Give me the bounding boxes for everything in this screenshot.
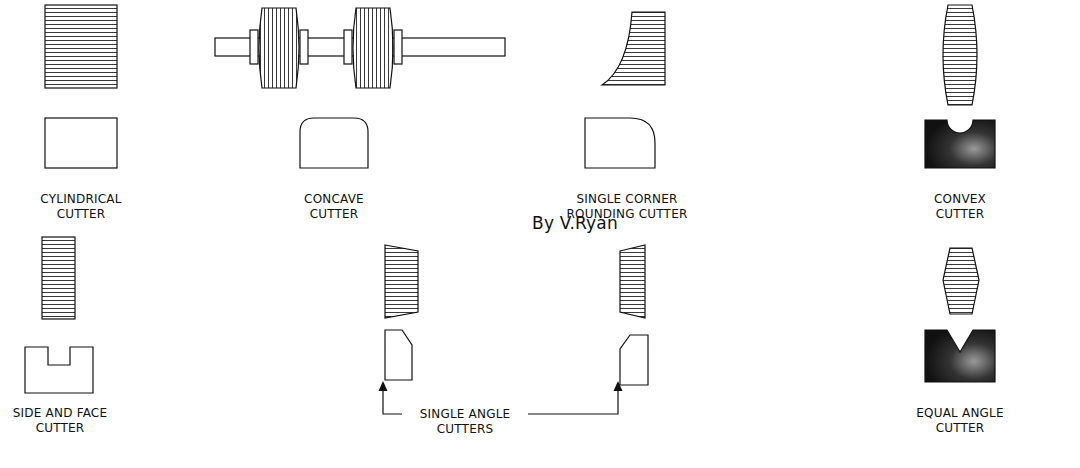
- credit-text: By V.Ryan: [520, 213, 630, 233]
- convex-cutter: [943, 5, 977, 105]
- single-angle-cutter: [385, 245, 418, 318]
- concave-cutter: [259, 8, 299, 88]
- arbor-collar: [344, 30, 352, 64]
- workpiece: [25, 347, 93, 393]
- cutter-label: SIDE AND FACE CUTTER: [1, 406, 119, 436]
- leader-line: [528, 390, 618, 414]
- label-slot: SINGLE ANGLE CUTTERS: [409, 407, 521, 437]
- leader-line: [383, 390, 402, 414]
- arbor-collar: [250, 30, 258, 64]
- label-slot: EQUAL ANGLE CUTTER: [901, 406, 1019, 436]
- workpiece: [385, 330, 412, 380]
- concave-cutter: [353, 8, 393, 88]
- workpiece: [300, 118, 368, 168]
- arbor-collar: [394, 30, 402, 64]
- cutter-label: CONVEX CUTTER: [912, 192, 1008, 222]
- cutter-label: EQUAL ANGLE CUTTER: [901, 406, 1019, 436]
- cylindrical-cutter: [45, 5, 117, 88]
- cutter-label: CONCAVE CUTTER: [286, 192, 382, 222]
- workpiece: [45, 118, 117, 168]
- workpiece: [925, 330, 995, 382]
- cutter-label: CYLINDRICAL CUTTER: [21, 192, 141, 222]
- corner-rounding-cutter: [602, 12, 665, 85]
- label-slot: CONVEX CUTTER: [912, 192, 1008, 222]
- arrow-head: [614, 381, 623, 391]
- equal-angle-cutter: [943, 248, 979, 314]
- cutter-label: SINGLE ANGLE CUTTERS: [409, 407, 521, 437]
- workpiece: [925, 120, 995, 168]
- label-slot: SIDE AND FACE CUTTER: [1, 406, 119, 436]
- label-slot: CONCAVE CUTTER: [286, 192, 382, 222]
- side-face-cutter: [42, 237, 75, 319]
- workpiece: [620, 335, 648, 385]
- workpiece: [585, 118, 655, 168]
- arbor-collar: [300, 30, 308, 64]
- single-angle-cutter: [620, 245, 645, 318]
- arrow-head: [379, 381, 388, 391]
- label-slot: CYLINDRICAL CUTTER: [21, 192, 141, 222]
- label-slot: By V.Ryan: [520, 213, 630, 233]
